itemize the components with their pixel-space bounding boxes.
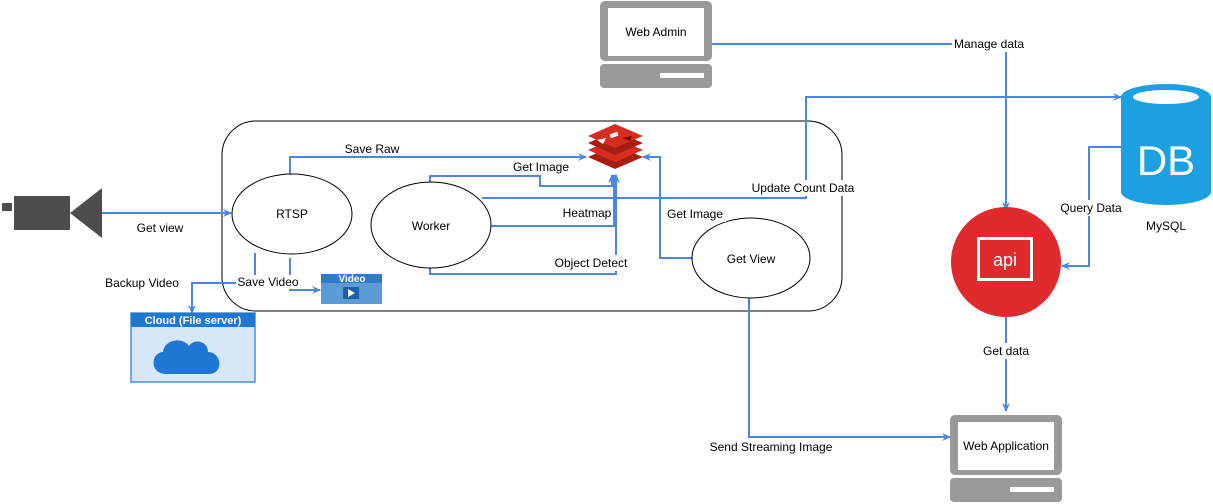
camera-icon <box>2 188 102 238</box>
edge-update-count <box>482 93 1122 199</box>
label-object-detect: Object Detect <box>555 256 628 270</box>
edge-save-video <box>289 258 321 294</box>
label-heatmap: Heatmap <box>563 206 612 220</box>
edge-save-raw <box>289 153 587 176</box>
cloud-file-server: Cloud (File server) <box>130 312 256 383</box>
connectors <box>102 43 1122 441</box>
api-label: api <box>993 250 1017 270</box>
get-view-node: Get View <box>691 217 811 299</box>
redis-icon <box>588 124 643 169</box>
label-manage-data: Manage data <box>954 37 1024 51</box>
label-get-image-worker: Get Image <box>513 160 569 174</box>
web-admin-monitor: Web Admin <box>600 1 712 88</box>
video-icon: Video <box>321 274 382 304</box>
edge-get-image-view <box>642 153 693 259</box>
label-save-raw: Save Raw <box>345 142 400 156</box>
label-backup-video: Backup Video <box>105 276 179 290</box>
label-get-view: Get view <box>137 221 184 235</box>
edge-backup-video <box>188 253 256 314</box>
database-icon: DB <box>1121 84 1211 205</box>
db-label: DB <box>1137 137 1195 184</box>
edge-object-detect <box>429 174 620 275</box>
edge-get-image-worker <box>429 174 616 187</box>
service-container <box>221 120 843 312</box>
web-application-monitor: Web Application <box>950 415 1062 502</box>
video-label: Video <box>338 274 365 285</box>
label-query-data: Query Data <box>1060 201 1122 215</box>
worker-label: Worker <box>412 219 450 233</box>
edge-heatmap <box>490 174 618 227</box>
label-update-count: Update Count Data <box>752 181 855 195</box>
label-save-video: Save Video <box>237 275 298 289</box>
cloud-icon <box>153 340 220 374</box>
web-application-label: Web Application <box>963 439 1049 453</box>
rtsp-node: RTSP <box>231 173 353 255</box>
cloud-label: Cloud (File server) <box>145 315 242 327</box>
db-caption: MySQL <box>1146 219 1186 233</box>
worker-node: Worker <box>370 181 492 269</box>
get-view-label: Get View <box>727 252 776 266</box>
web-admin-label: Web Admin <box>625 25 686 39</box>
rtsp-label: RTSP <box>276 207 308 221</box>
label-send-streaming: Send Streaming Image <box>710 440 833 454</box>
monitor-icon <box>600 1 712 88</box>
label-get-data: Get data <box>983 344 1029 358</box>
monitor-icon <box>950 415 1062 502</box>
edge-send-streaming <box>748 298 951 441</box>
edge-labels: Get view Save Raw Get Image Heatmap Obje… <box>105 36 1122 455</box>
label-get-image-view: Get Image <box>667 207 723 221</box>
api-icon: api <box>951 207 1061 317</box>
